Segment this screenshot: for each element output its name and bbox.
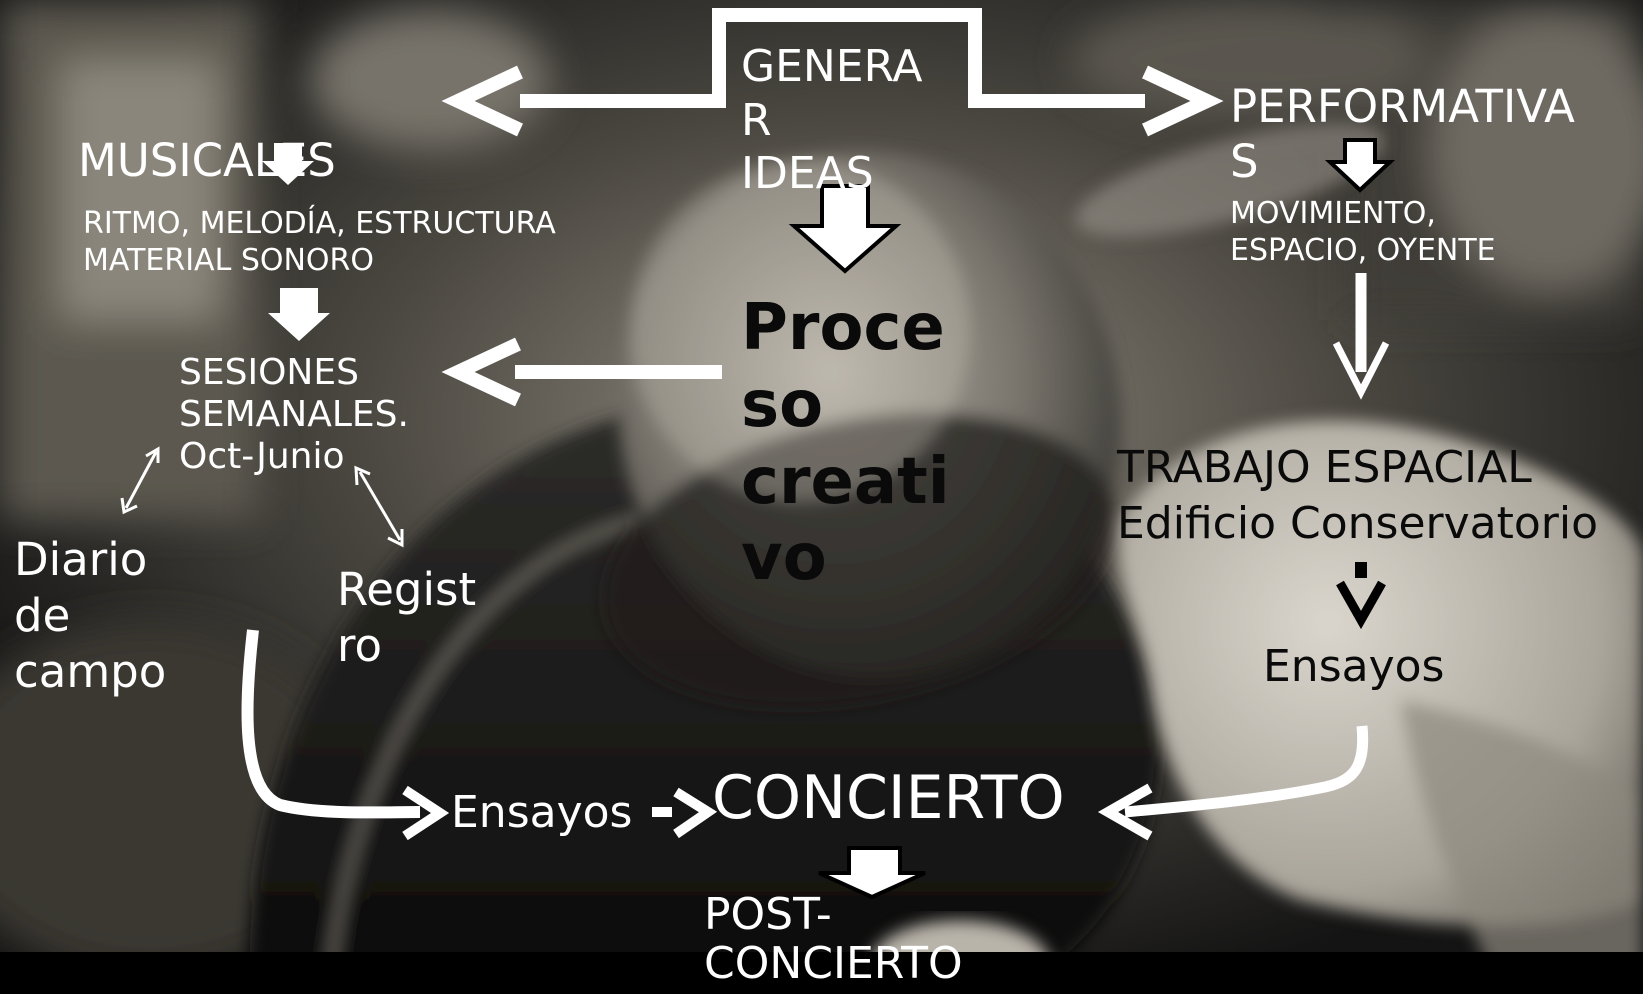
node-ensayos-right: Ensayos [1263, 641, 1445, 692]
arrowhead-trabajo [1332, 341, 1390, 400]
node-musicales-detail: RITMO, MELODÍA, ESTRUCTURA MATERIAL SONO… [83, 206, 556, 279]
block-arrow-ideas-to-proceso [788, 184, 902, 274]
arrowhead-ensayos-right [1336, 580, 1386, 630]
arrow-generar-to-musicales [520, 8, 1145, 108]
node-post-concierto: POST- CONCIERTO [704, 889, 963, 990]
node-musicales: MUSICALES [78, 134, 336, 187]
dash-trabajo-ensayos [1355, 562, 1367, 578]
node-sesiones: SESIONES SEMANALES. Oct-Junio [179, 352, 409, 478]
block-arrow-performativas [1324, 138, 1396, 193]
curve-arrow-ensayos-right-to-concierto [1124, 725, 1369, 818]
arrowhead-sesiones [441, 337, 521, 407]
arrowhead-left-musicales [441, 65, 523, 137]
double-arrow-diario [120, 446, 160, 515]
curve-arrow-to-ensayos-left [241, 629, 421, 819]
arrowhead-ensayos-left [402, 785, 450, 841]
node-concierto: CONCIERTO [712, 763, 1065, 833]
node-diario: Diario de campo [14, 533, 167, 698]
block-arrow-musicales [262, 143, 314, 185]
node-ensayos-left: Ensayos [451, 787, 633, 838]
bottom-black-bar [0, 952, 1643, 994]
arrowhead-right-performativas [1142, 65, 1224, 137]
node-trabajo-espacial: TRABAJO ESPACIAL Edificio Conservatorio [1117, 442, 1599, 550]
node-registro: Regist ro [337, 563, 477, 672]
node-performativas: PERFORMATIVA S [1230, 80, 1575, 188]
arrowhead-concierto-right [1097, 783, 1153, 841]
node-generar-ideas: GENERA R IDEAS [741, 41, 923, 200]
double-arrow-registro [354, 465, 404, 548]
node-proceso-creativo: Proce so creati vo [741, 291, 950, 596]
block-arrow-post-concierto [818, 846, 926, 900]
arrowhead-to-concierto [673, 787, 718, 839]
node-performativas-detail: MOVIMIENTO, ESPACIO, OYENTE [1230, 196, 1496, 268]
block-arrow-to-sesiones [268, 288, 330, 341]
